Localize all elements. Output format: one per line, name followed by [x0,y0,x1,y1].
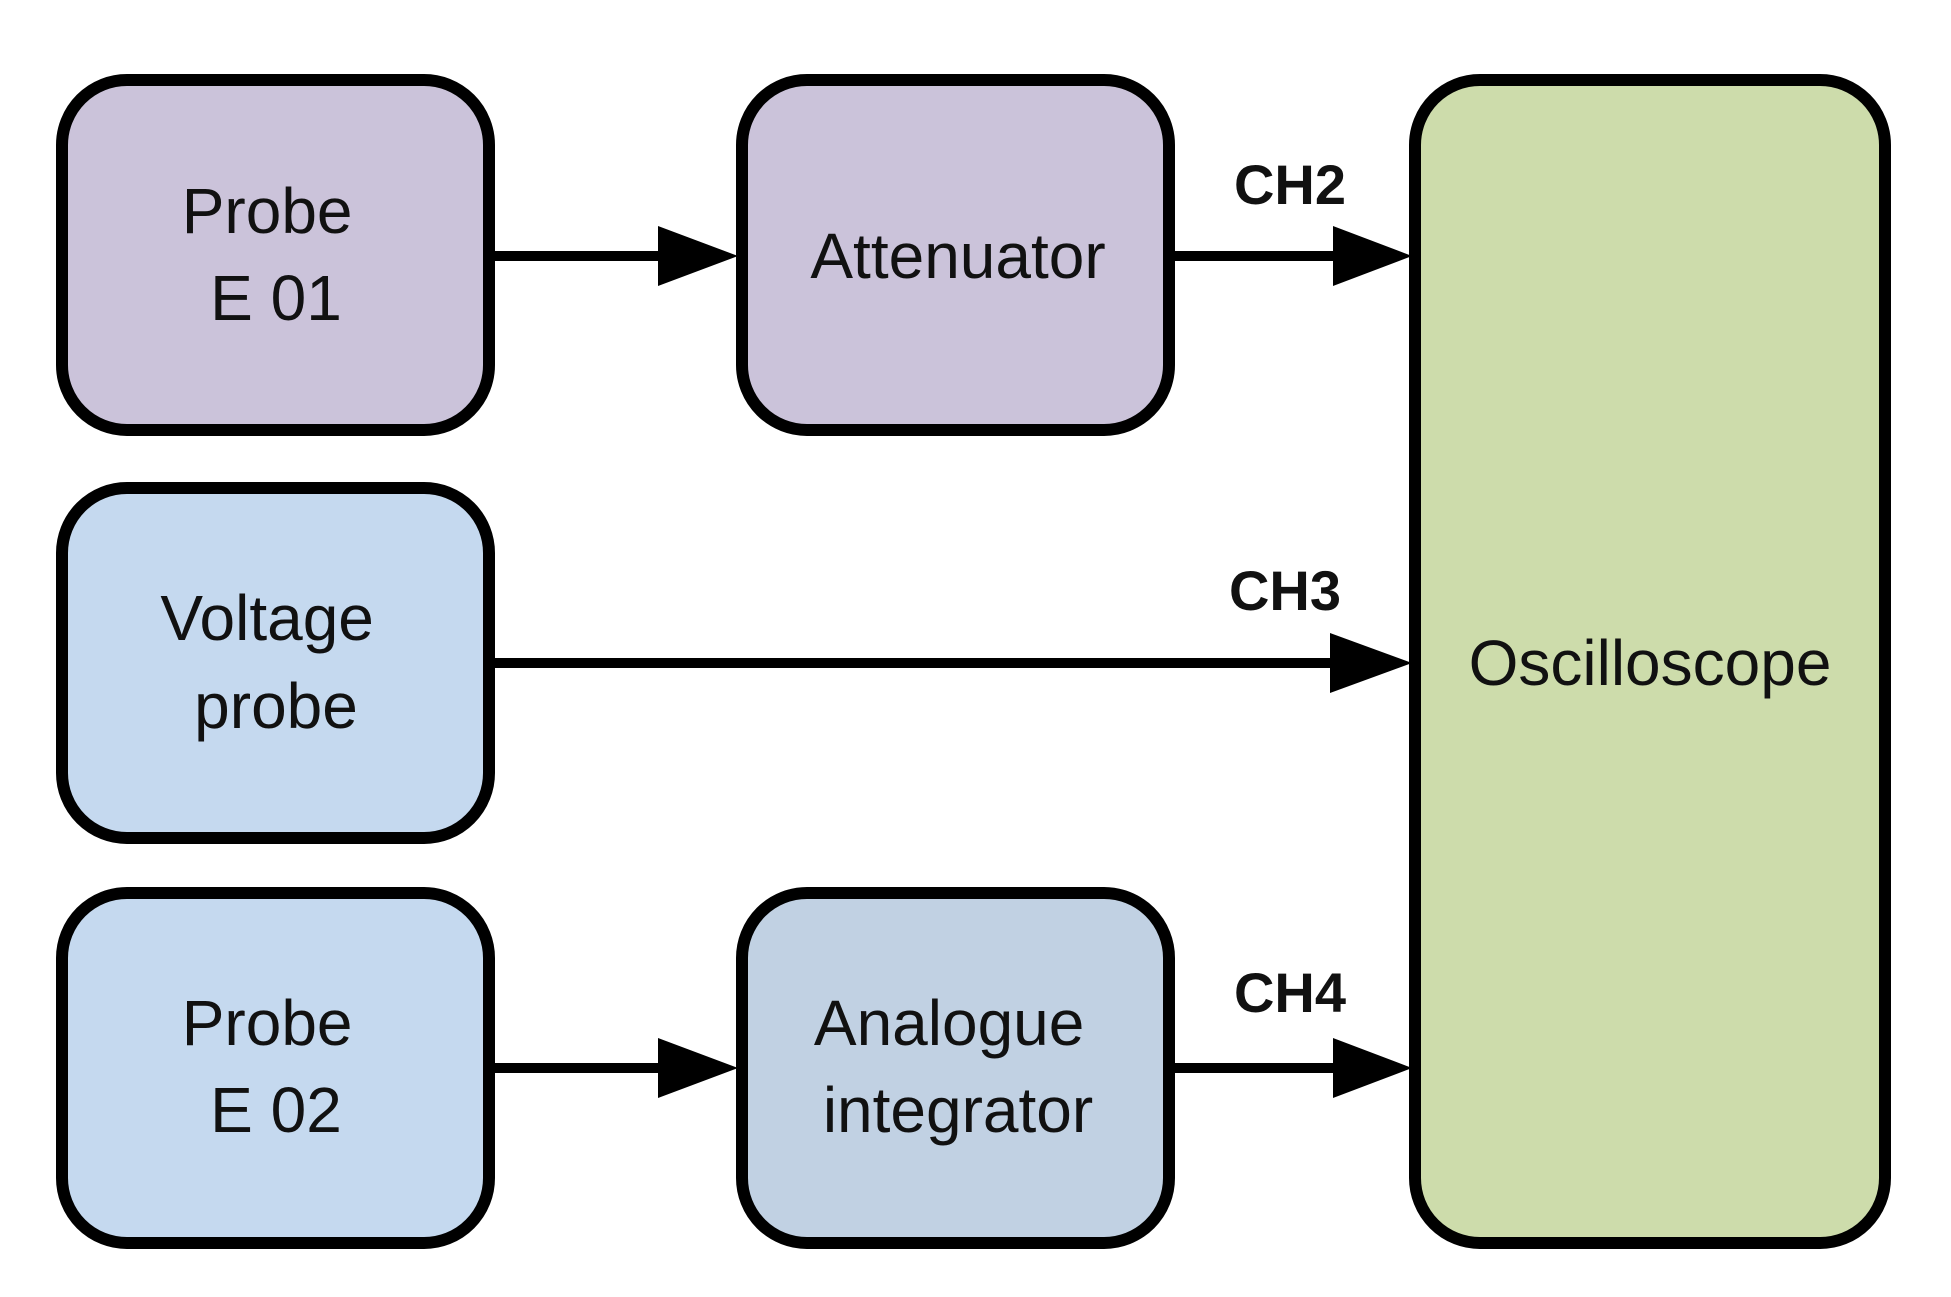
attenuator-box [736,74,1175,436]
probe-e01-box [56,74,495,436]
arrowhead-ch2 [1333,226,1412,286]
attenuator-block: Attenuator [736,74,1175,436]
voltage-probe-block: Voltage probe [56,482,495,844]
svg-text:Voltage probe: Voltage probe [160,582,391,742]
attenuator-label: Attenuator [810,220,1105,292]
voltage-probe-label-line2: probe [194,670,358,742]
voltage-probe-box [56,482,495,844]
probe-e01-block: Probe E 01 [56,74,495,436]
integrator-label-line2: integrator [823,1074,1093,1146]
connections [495,226,1412,1098]
channel-label-ch4: CH4 [1234,961,1346,1024]
svg-text:Probe E 02: Probe E 02 [182,987,371,1146]
channel-label-ch3: CH3 [1229,559,1341,622]
probe-e02-block: Probe E 02 [56,887,495,1249]
channel-label-ch2: CH2 [1234,153,1346,216]
probe-e01-label-line1: Probe [182,175,353,247]
arrowhead-attenuator [658,226,738,286]
integrator-block: Analogue integrator [736,887,1175,1249]
probe-e01-label-line2: E 01 [210,262,342,334]
svg-text:Oscilloscope: Oscilloscope [1469,627,1832,699]
integrator-box [736,887,1175,1249]
arrowhead-ch4 [1333,1038,1412,1098]
integrator-label-line1: Analogue [814,987,1084,1059]
oscilloscope-block: Oscilloscope [1409,74,1891,1249]
voltage-probe-label-line1: Voltage [160,582,374,654]
oscilloscope-label: Oscilloscope [1469,627,1832,699]
probe-e02-label-line2: E 02 [210,1074,342,1146]
svg-text:Probe E 01: Probe E 01 [182,175,371,334]
svg-text:Attenuator: Attenuator [810,220,1105,292]
probe-e02-label-line1: Probe [182,987,353,1059]
arrowhead-ch3 [1330,633,1412,693]
svg-text:Analogue integrator: Analogue integrator [814,987,1102,1146]
arrowhead-integrator [658,1038,738,1098]
probe-e02-box [56,887,495,1249]
oscilloscope-box [1409,74,1891,1249]
